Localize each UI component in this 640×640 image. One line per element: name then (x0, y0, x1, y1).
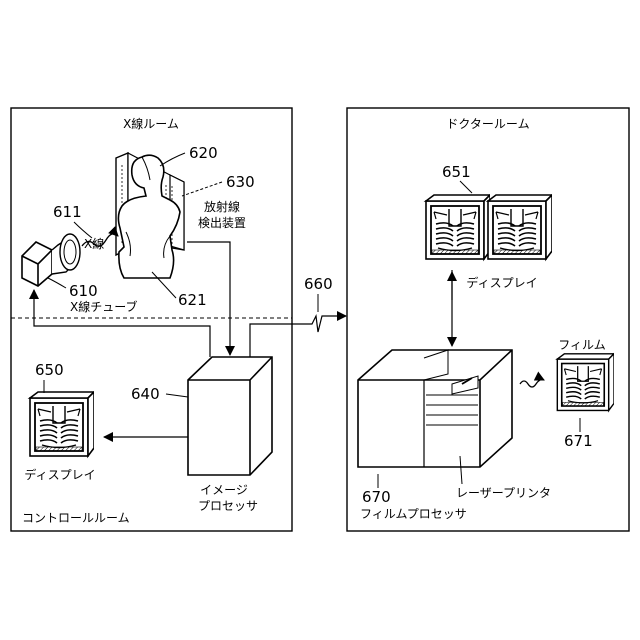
doctor-display (426, 195, 552, 259)
label-620: 620 (189, 144, 218, 162)
label-610: 610 (69, 282, 98, 300)
film-processor (358, 350, 512, 467)
film-processor-label: フィルムプロセッサ (360, 507, 467, 521)
label-671: 671 (564, 432, 593, 450)
image-processor-label-1: イメージ (200, 483, 248, 497)
doctor-display-label: ディスプレイ (466, 275, 537, 290)
control-display (30, 392, 94, 456)
film-sheet (557, 354, 614, 411)
detector-label-1: 放射線 (204, 199, 240, 214)
leader-630 (182, 182, 222, 196)
control-display-label: ディスプレイ (24, 467, 95, 482)
leader-620 (160, 153, 185, 166)
label-630: 630 (226, 173, 255, 191)
image-processor-label-2: プロセッサ (198, 499, 258, 513)
film-output-arrow (520, 380, 544, 388)
leader-610 (48, 278, 66, 288)
label-650: 650 (35, 361, 64, 379)
xray-tube (22, 234, 80, 286)
xray-room-title: X線ルーム (123, 116, 179, 131)
label-621: 621 (178, 291, 207, 309)
doctor-room-title: ドクタールーム (446, 117, 529, 131)
xray-beam-label: X線 (84, 236, 104, 251)
leader-611 (74, 222, 92, 238)
leader-651 (460, 181, 472, 193)
label-640: 640 (131, 385, 160, 403)
network-link (250, 316, 346, 357)
control-room-title: コントロールルーム (22, 511, 130, 525)
laser-printer-label: レーザープリンタ (456, 486, 551, 500)
label-651: 651 (442, 163, 471, 181)
leader-640 (166, 394, 188, 397)
label-670: 670 (362, 488, 391, 506)
film-label: フィルム (558, 338, 606, 352)
label-660: 660 (304, 275, 333, 293)
image-processor (188, 357, 272, 475)
xray-tube-label: X線チューブ (70, 299, 138, 314)
detector-label-2: 検出装置 (198, 216, 246, 230)
label-611: 611 (53, 203, 82, 221)
